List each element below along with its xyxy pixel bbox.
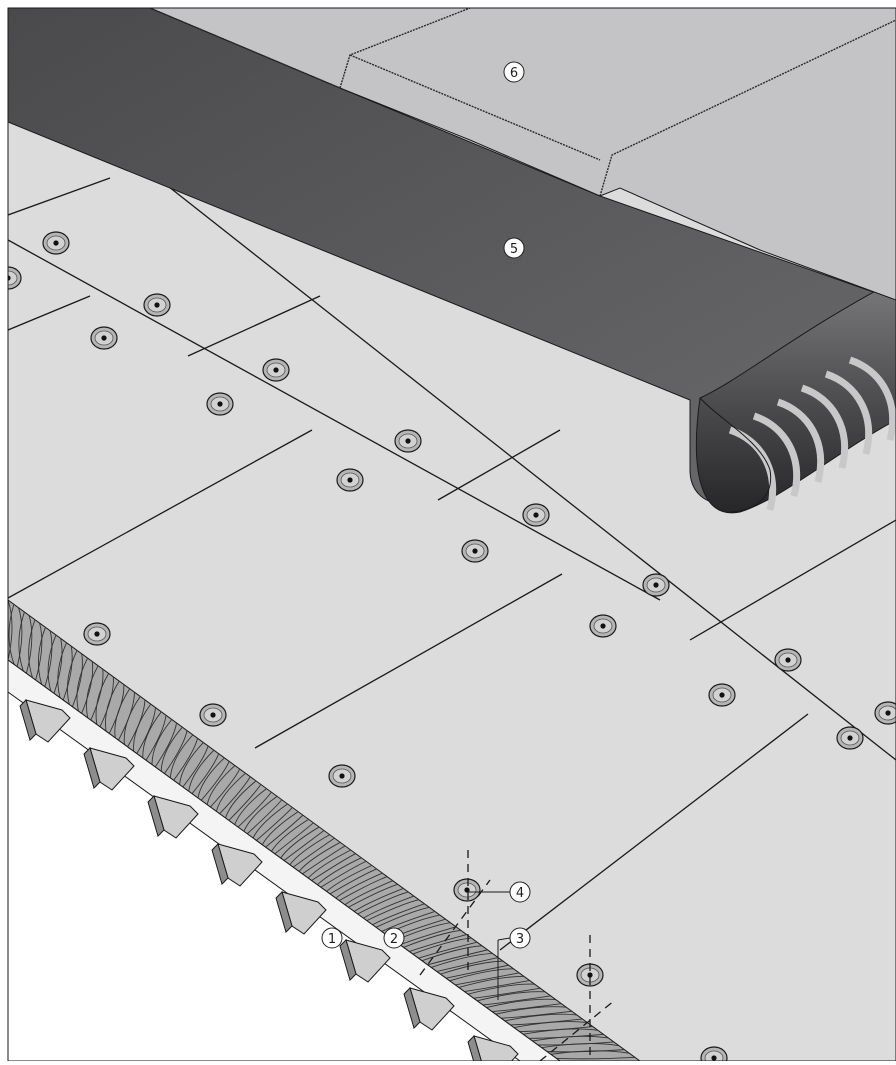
insulation-fibers <box>8 599 636 1060</box>
fastener-plate <box>394 429 422 453</box>
fastener-plate <box>262 358 290 382</box>
callout-6-text: 6 <box>510 66 518 81</box>
fastener-plate <box>642 573 670 597</box>
callout-1-text: 1 <box>328 932 336 947</box>
fastener-plate <box>461 539 489 563</box>
vapor-layer <box>8 659 561 1061</box>
callout-4: 4 <box>509 881 531 903</box>
callout-4-text: 4 <box>516 886 524 901</box>
fastener-plate <box>90 326 118 350</box>
callout-5-text: 5 <box>510 242 518 257</box>
callout-1: 1 <box>321 927 343 949</box>
fastener-plate <box>589 614 617 638</box>
fastener-plate <box>576 963 604 987</box>
callout-2-text: 2 <box>390 932 398 947</box>
membrane-roll <box>695 279 896 514</box>
fastener-plate <box>700 1046 728 1061</box>
fastener-plate <box>836 726 864 750</box>
callout-5: 5 <box>503 237 525 259</box>
fastener-plate <box>522 503 550 527</box>
fastener-plate <box>328 764 356 788</box>
fastener-plate <box>774 648 802 672</box>
callout-6: 6 <box>503 61 525 83</box>
fastener-plate <box>453 878 481 902</box>
callout-3: 3 <box>509 927 531 949</box>
fastener-plate <box>83 622 111 646</box>
fastener-plate <box>199 703 227 727</box>
fastener-plate <box>8 266 22 290</box>
fastener-plate <box>708 683 736 707</box>
fastener-plate <box>874 701 896 725</box>
fasteners <box>8 231 896 1061</box>
fastener-plate <box>206 392 234 416</box>
callout-3-text: 3 <box>516 932 524 947</box>
fastener-plate <box>42 231 70 255</box>
steel-deck <box>19 699 519 1061</box>
fastener-plate <box>336 468 364 492</box>
leader-lines <box>468 891 511 1000</box>
top-sheet-seams <box>149 8 896 197</box>
top-sheet <box>149 8 896 301</box>
callout-2: 2 <box>383 927 405 949</box>
fastener-plate <box>143 293 171 317</box>
dashed-guides <box>419 850 616 1061</box>
